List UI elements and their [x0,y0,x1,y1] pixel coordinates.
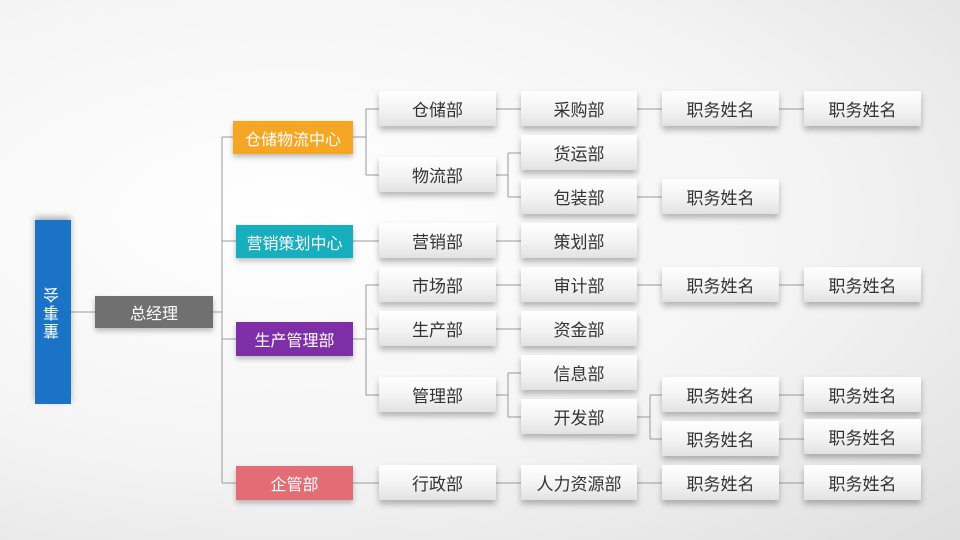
dept-logistics: 物流部 [379,157,496,192]
center-marketing-planning: 营销策划中心 [236,225,353,258]
subdept-planning: 策划部 [521,223,637,258]
center-storage-logistics: 仓储物流中心 [233,121,353,154]
subdept-audit: 审计部 [521,267,637,302]
role-node: 职务姓名 [662,267,779,302]
role-node: 职务姓名 [804,419,921,454]
center-enterprise-management: 企管部 [236,466,353,500]
dept-sales: 营销部 [379,223,496,258]
role-node: 职务姓名 [662,91,779,126]
role-node: 职务姓名 [804,91,921,126]
role-node: 职务姓名 [662,421,779,456]
role-node: 职务姓名 [662,465,779,500]
subdept-funds: 资金部 [521,311,637,346]
general-manager-node: 总经理 [95,296,213,328]
subdept-freight: 货运部 [521,135,637,170]
dept-warehouse: 仓储部 [379,91,496,126]
role-node: 职务姓名 [804,377,921,412]
role-node: 职务姓名 [804,267,921,302]
role-node: 职务姓名 [662,179,779,214]
center-production-management: 生产管理部 [236,322,353,356]
dept-admin: 行政部 [379,465,496,500]
subdept-info: 信息部 [521,355,637,390]
subdept-hr: 人力资源部 [521,465,637,500]
dept-management: 管理部 [379,377,496,412]
subdept-purchasing: 采购部 [521,91,637,126]
subdept-dev: 开发部 [521,399,637,434]
dept-market: 市场部 [379,267,496,302]
role-node: 职务姓名 [662,377,779,412]
dept-production: 生产部 [379,311,496,346]
role-node: 职务姓名 [804,465,921,500]
subdept-packaging: 包装部 [521,179,637,214]
board-node: 董事会 [35,220,71,404]
